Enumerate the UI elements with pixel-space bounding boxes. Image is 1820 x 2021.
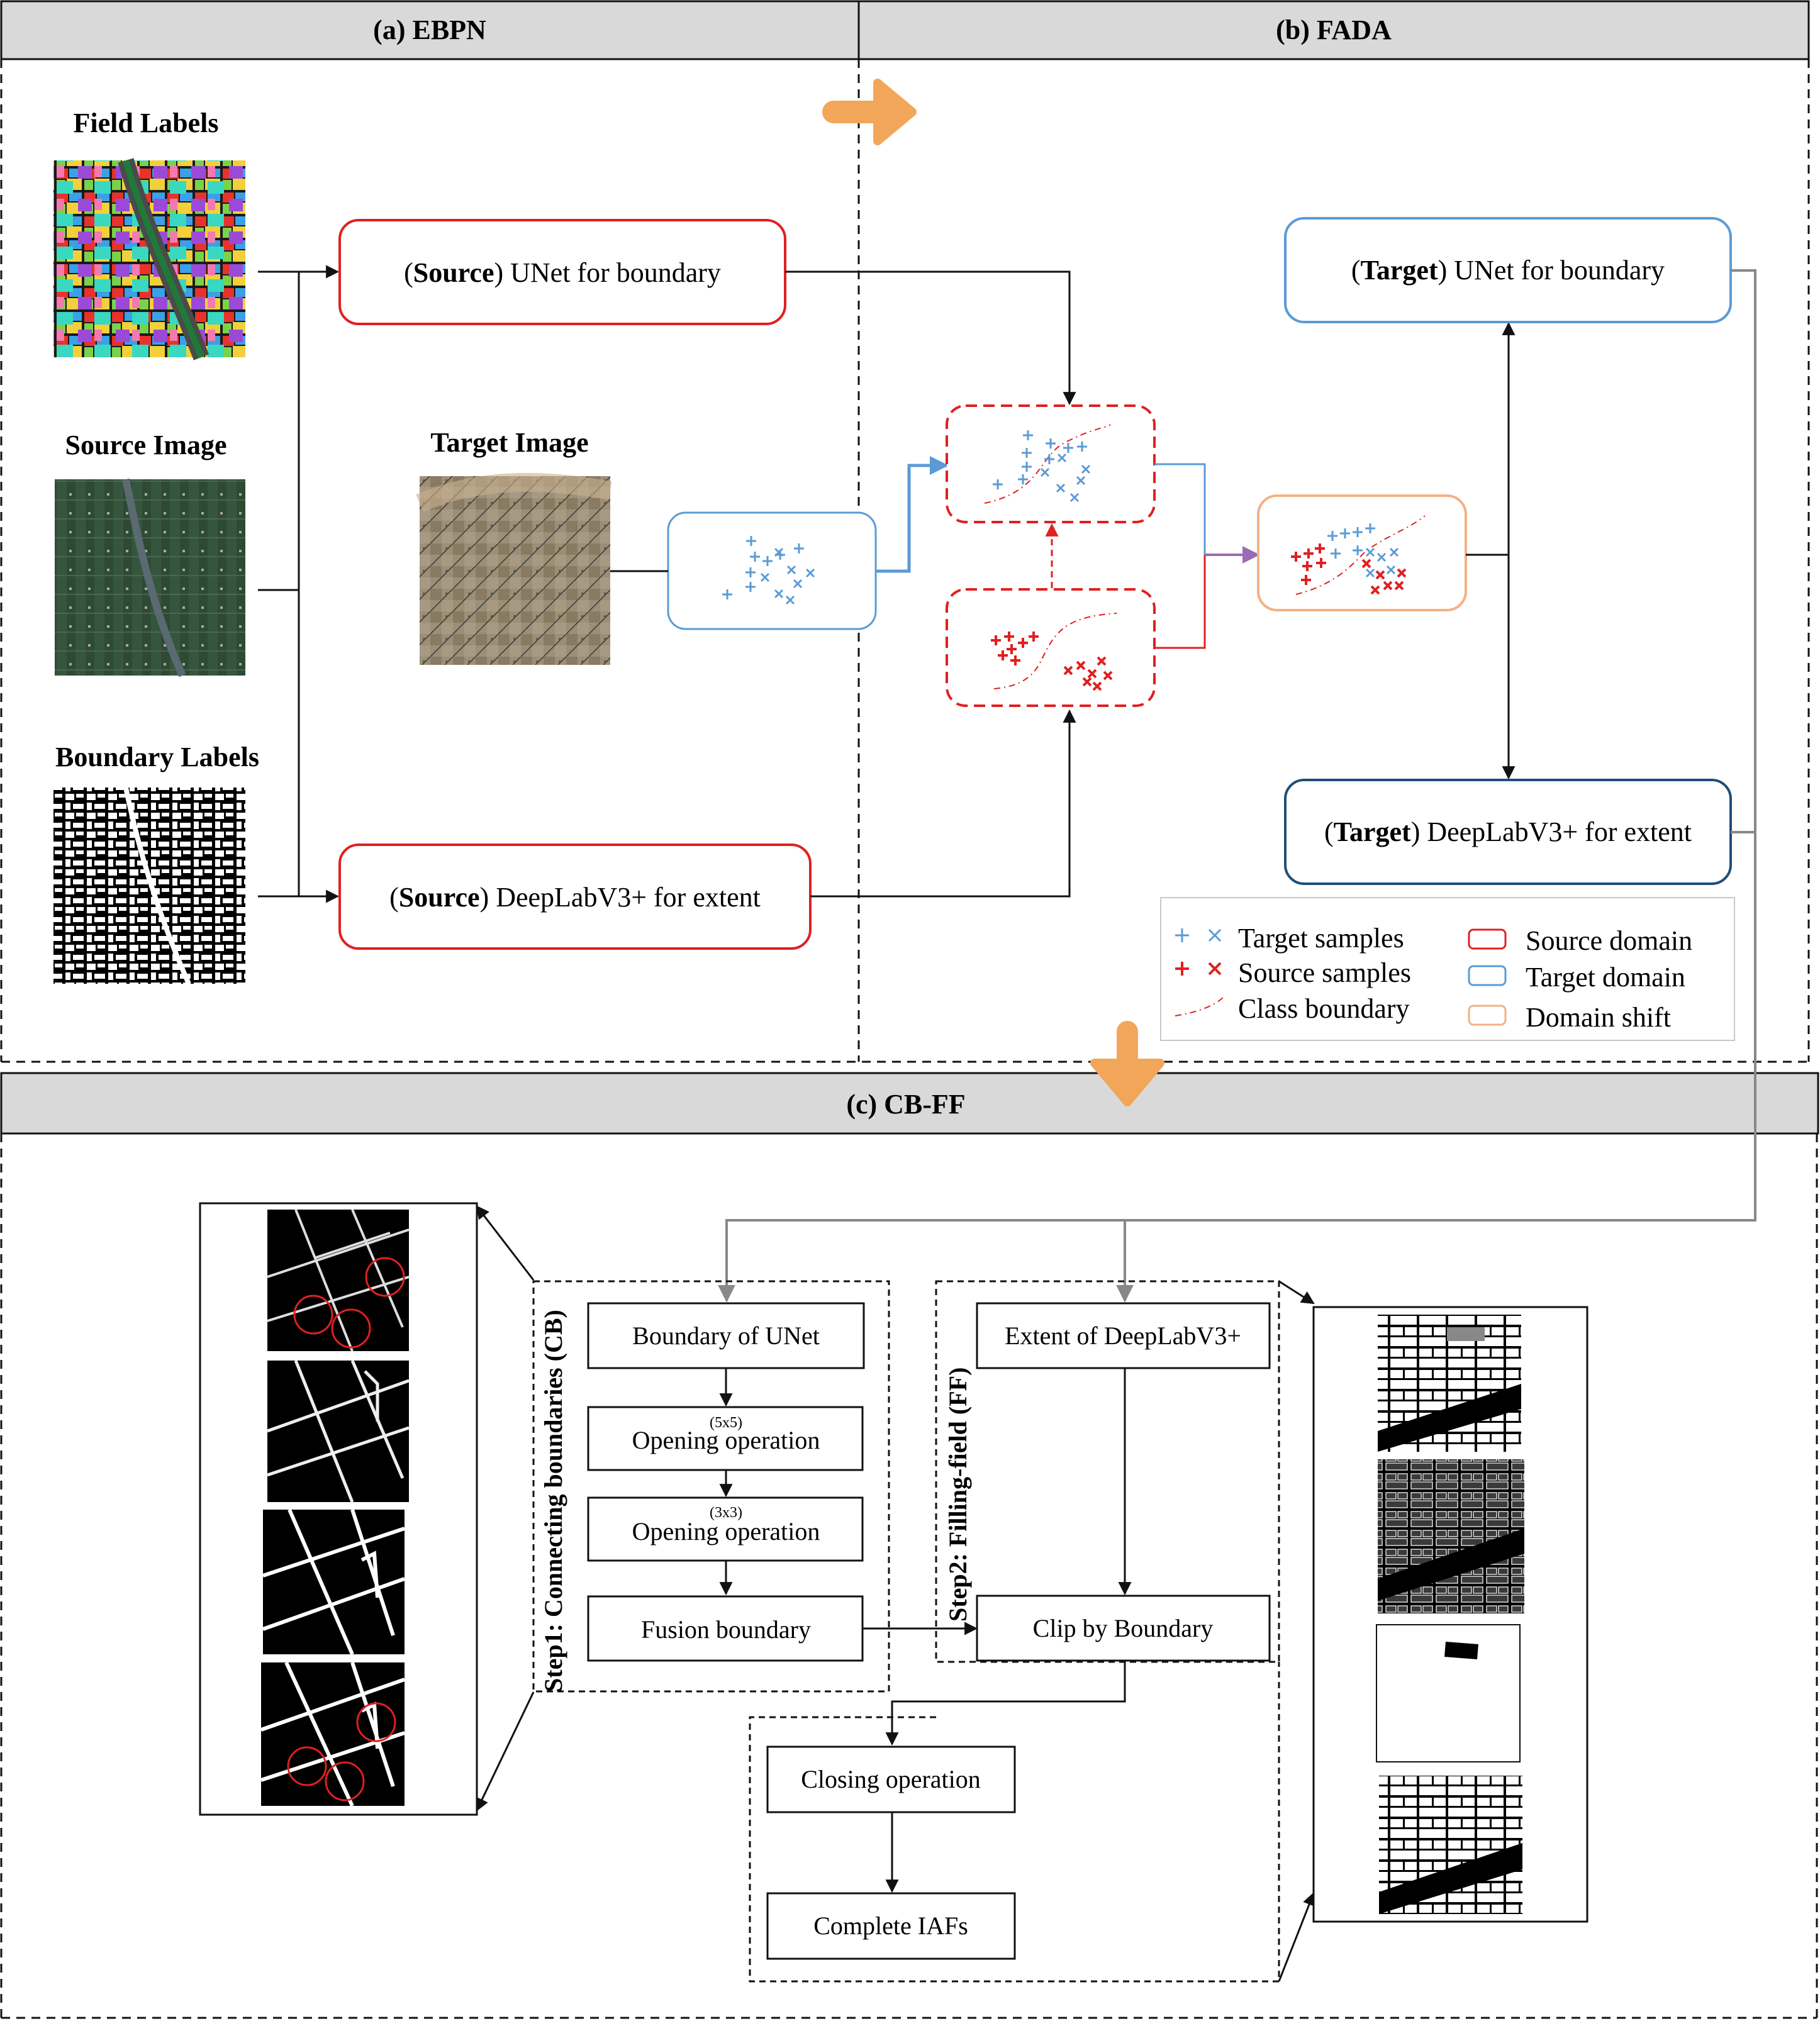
extent-deeplab-label: Extent of DeepLabV3+ (1005, 1322, 1241, 1350)
fusion-boundary-label: Fusion boundary (641, 1615, 811, 1644)
ff-image-2 (1378, 1459, 1524, 1613)
domain-shift-box (1257, 494, 1467, 611)
panel-c-header (0, 1072, 1819, 1135)
boundary-labels-image (53, 787, 245, 985)
legend: Target samples Source samples Class boun… (1160, 897, 1735, 1041)
opening-3x3-label: Opening operation (632, 1517, 820, 1545)
panel-a-title: (a) EBPN (373, 14, 486, 45)
source-deeplab-label: (Source) DeepLabV3+ for extent (389, 882, 761, 913)
orange-down-arrow (1090, 1021, 1164, 1106)
target-image (416, 472, 612, 665)
opening-5x5-kernel: (5x5) (710, 1415, 742, 1431)
complete-iafs-box (766, 1892, 1016, 1960)
panel-b-title: (b) FADA (1276, 14, 1392, 45)
cb-image-3 (262, 1508, 406, 1656)
legend-class-boundary: Class boundary (1238, 993, 1410, 1024)
complete-iafs-label: Complete IAFs (813, 1912, 968, 1940)
field-labels-image (53, 158, 245, 360)
opening-5x5-label: Opening operation (632, 1426, 820, 1454)
clip-by-boundary-label: Clip by Boundary (1033, 1614, 1214, 1642)
source-image-title: Source Image (65, 430, 226, 460)
cb-image-2 (267, 1360, 410, 1503)
clip-by-boundary-box (976, 1595, 1271, 1662)
opening-3x3-box (587, 1496, 864, 1562)
panel-a-header (0, 0, 860, 60)
opening-3x3-kernel: (3x3) (710, 1505, 742, 1521)
step2-label: Step2: Filling-field (FF) (944, 1367, 972, 1622)
target-unet-label: (Target) UNet for boundary (1351, 255, 1665, 286)
orange-right-arrow (822, 79, 917, 145)
target-features-box (667, 511, 877, 630)
boundary-labels-title: Boundary Labels (55, 742, 259, 772)
legend-source-domain: Source domain (1526, 925, 1692, 956)
opening-5x5-box (587, 1406, 864, 1471)
boundary-unet-label: Boundary of UNet (632, 1322, 820, 1350)
ff-image-1 (1378, 1315, 1521, 1452)
fada-source-box (946, 588, 1156, 707)
ff-image-3 (1376, 1624, 1521, 1762)
fusion-boundary-box (587, 1595, 864, 1662)
panel-c-title: (c) CB-FF (846, 1089, 965, 1120)
legend-domain-shift: Domain shift (1526, 1002, 1671, 1033)
closing-operation-label: Closing operation (801, 1765, 981, 1793)
cb-image-1 (267, 1209, 410, 1352)
ff-image-4 (1379, 1776, 1522, 1914)
target-image-title: Target Image (430, 427, 588, 458)
field-labels-title: Field Labels (73, 108, 218, 138)
fada-target-box (946, 404, 1156, 523)
extent-deeplab-box (976, 1302, 1271, 1369)
closing-group (749, 1662, 1280, 1983)
legend-target-samples: Target samples (1238, 923, 1404, 954)
panel-b-header (857, 0, 1810, 60)
source-image (55, 478, 245, 677)
step1-label: Step1: Connecting boundaries (CB) (539, 1310, 567, 1692)
legend-source-samples: Source samples (1238, 957, 1411, 988)
step2-group (935, 1280, 1280, 1663)
source-unet-label: (Source) UNet for boundary (404, 257, 721, 288)
closing-operation-box (766, 1745, 1016, 1813)
cb-image-4 (260, 1661, 405, 1807)
legend-target-domain: Target domain (1526, 962, 1685, 993)
target-deeplab-label: (Target) DeepLabV3+ for extent (1324, 816, 1692, 847)
step1-group (532, 1280, 890, 1693)
